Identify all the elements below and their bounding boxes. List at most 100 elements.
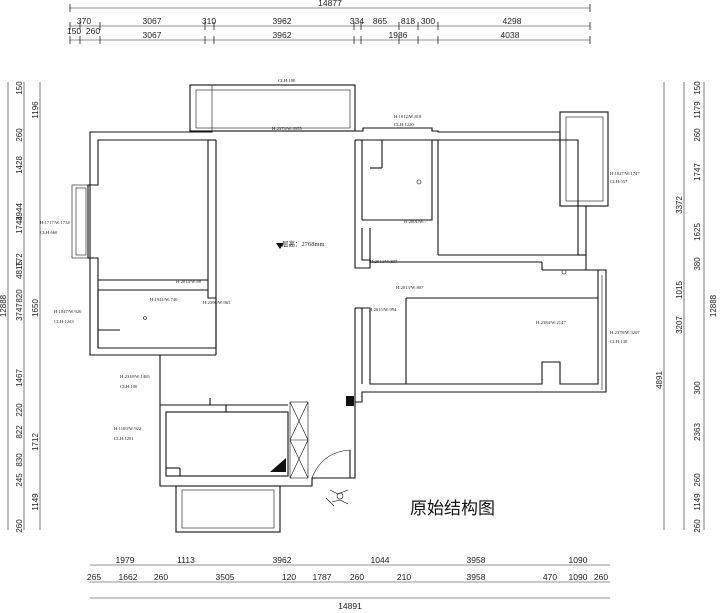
right-mid-3207: 3207 — [675, 316, 684, 334]
right-dimensions: 12888 3372 3207 4891 150 1179 260 1747 1… — [655, 81, 718, 533]
right-dim-260b: 260 — [693, 473, 702, 487]
left-dim-1744: 1744 — [15, 216, 24, 234]
left-dim-260b: 260 — [15, 519, 24, 533]
bottom-balcony — [175, 485, 281, 533]
opening-label: CLH:1243 — [54, 319, 74, 324]
bottom-overall-dim: 14891 — [338, 601, 362, 611]
bottom-dim-3962: 3962 — [273, 555, 292, 565]
bottom-dim-3505: 3505 — [216, 572, 235, 582]
left-dim-220: 220 — [15, 403, 24, 417]
top-dim-310: 310 — [202, 16, 216, 26]
bottom-dim-1662: 1662 — [119, 572, 138, 582]
right-dim-260a: 260 — [693, 128, 702, 142]
opening-label: H:1109/W:922 — [114, 426, 142, 431]
top-dim-3067b: 3067 — [143, 30, 162, 40]
left-dim-1428: 1428 — [15, 156, 24, 174]
top-dim-370: 370 — [77, 16, 91, 26]
left-dim-245: 245 — [15, 473, 24, 487]
bottom-dim-265: 265 — [87, 572, 101, 582]
opening-label: CLH:100 — [120, 384, 138, 389]
opening-label: H:1827/W:1747 — [610, 171, 640, 176]
left-mid-3944: 3944 — [15, 203, 24, 221]
level-marker-icon — [276, 243, 284, 249]
opening-label: CLH:660 — [40, 230, 58, 235]
left-dim-150: 150 — [15, 81, 24, 95]
top-dim-4038: 4038 — [501, 30, 520, 40]
bottom-dim-260b: 260 — [350, 572, 364, 582]
left-dim-260a: 260 — [15, 128, 24, 142]
opening-label: CLH:130 — [610, 339, 628, 344]
left-dim-820: 820 — [15, 289, 24, 303]
top-dim-3067a: 3067 — [143, 16, 162, 26]
opening-label: H:2318/W:1465 — [120, 374, 150, 379]
floor-height-label: 层高：2768mm — [282, 239, 325, 248]
opening-label: CLH:557 — [610, 179, 628, 184]
opening-labels: CLH:100 H:2373/W:3955 H:1012/W:818 CLH:1… — [40, 78, 640, 441]
right-outer-dim: 12888 — [709, 294, 718, 317]
left-dim-772: 772 — [15, 253, 24, 267]
bottom-dim-260c: 260 — [594, 572, 608, 582]
right-dim-1747: 1747 — [693, 163, 702, 181]
bottom-dim-1044: 1044 — [371, 555, 390, 565]
drawing-title: 原始结构图 — [410, 499, 495, 519]
left-dim-1149: 1149 — [31, 493, 40, 511]
left-dim-830: 830 — [15, 453, 24, 467]
opening-label: CLH:100 — [278, 78, 296, 83]
bottom-dim-1113: 1113 — [177, 555, 195, 565]
opening-label: H:2396/W:965 — [203, 300, 231, 305]
right-dim-260c: 260 — [693, 519, 702, 533]
top-dimensions: 14877 370 3067 310 3962 334 865 818 300 … — [67, 0, 591, 44]
left-dim-1196: 1196 — [31, 101, 40, 119]
bottom-dim-260a: 260 — [154, 572, 168, 582]
right-mid-3372: 3372 — [675, 196, 684, 214]
opening-label: CLH:1291 — [114, 436, 134, 441]
top-dim-3962b: 3962 — [273, 30, 292, 40]
top-dim-1986: 1986 — [389, 30, 408, 40]
bottom-dim-3958b: 3958 — [467, 572, 486, 582]
opening-label: H:1012/W:818 — [394, 114, 422, 119]
left-dim-1712: 1712 — [31, 433, 40, 451]
right-dim-150: 150 — [693, 81, 702, 95]
bottom-dim-3958a: 3958 — [467, 555, 486, 565]
right-dim-1625: 1625 — [693, 223, 702, 241]
opening-label: H:2013/W:807 — [396, 285, 424, 290]
top-dim-334: 334 — [350, 16, 364, 26]
bottom-dim-1787: 1787 — [313, 572, 332, 582]
bottom-dim-470: 470 — [543, 572, 557, 582]
bottom-dimensions: 1979 1113 3962 1044 3958 1090 265 1662 2… — [87, 555, 610, 611]
opening-label: H:2001/W:7 — [404, 219, 427, 224]
bottom-dim-210: 210 — [397, 572, 411, 582]
opening-label: H:1941/W:740 — [150, 297, 178, 302]
bottom-dim-1090a: 1090 — [569, 555, 588, 565]
right-dim-1149: 1149 — [693, 493, 702, 511]
opening-label: H:2013/W:807 — [370, 259, 398, 264]
kitchen-room — [165, 411, 289, 477]
top-dim-300: 300 — [421, 16, 435, 26]
top-dim-150: 150 — [67, 26, 81, 36]
right-dim-2363: 2363 — [693, 423, 702, 441]
right-balcony — [559, 111, 609, 207]
opening-label: CLH:1220 — [394, 122, 414, 127]
bottom-dim-1090b: 1090 — [569, 572, 588, 582]
left-outer-dim: 12888 — [0, 294, 8, 317]
opening-label: H:1047/W:920 — [54, 309, 82, 314]
left-dim-1467: 1467 — [15, 369, 24, 387]
right-dim-300: 300 — [693, 381, 702, 395]
opening-label: H:2015/W:994 — [369, 307, 397, 312]
left-dimensions: 12888 3944 4815 3747 150 1196 260 1428 1… — [0, 81, 41, 533]
opening-label: H:2014/W:88 — [176, 279, 202, 284]
opening-label: H:1717/W:1734 — [40, 220, 70, 225]
left-mid-4815: 4815 — [15, 261, 24, 279]
bottom-dim-1979: 1979 — [116, 555, 135, 565]
top-dim-3962a: 3962 — [273, 16, 292, 26]
top-balcony — [189, 84, 356, 132]
bottom-dim-120: 120 — [282, 572, 296, 582]
right-mid-4891: 4891 — [655, 371, 664, 389]
right-dim-1015: 1015 — [675, 281, 684, 299]
opening-label: H:2373/W:3955 — [272, 126, 302, 131]
top-overall-dim: 14877 — [318, 0, 342, 8]
right-dim-380: 380 — [693, 257, 702, 271]
entry-figure — [325, 489, 349, 507]
top-dim-260: 260 — [86, 26, 100, 36]
